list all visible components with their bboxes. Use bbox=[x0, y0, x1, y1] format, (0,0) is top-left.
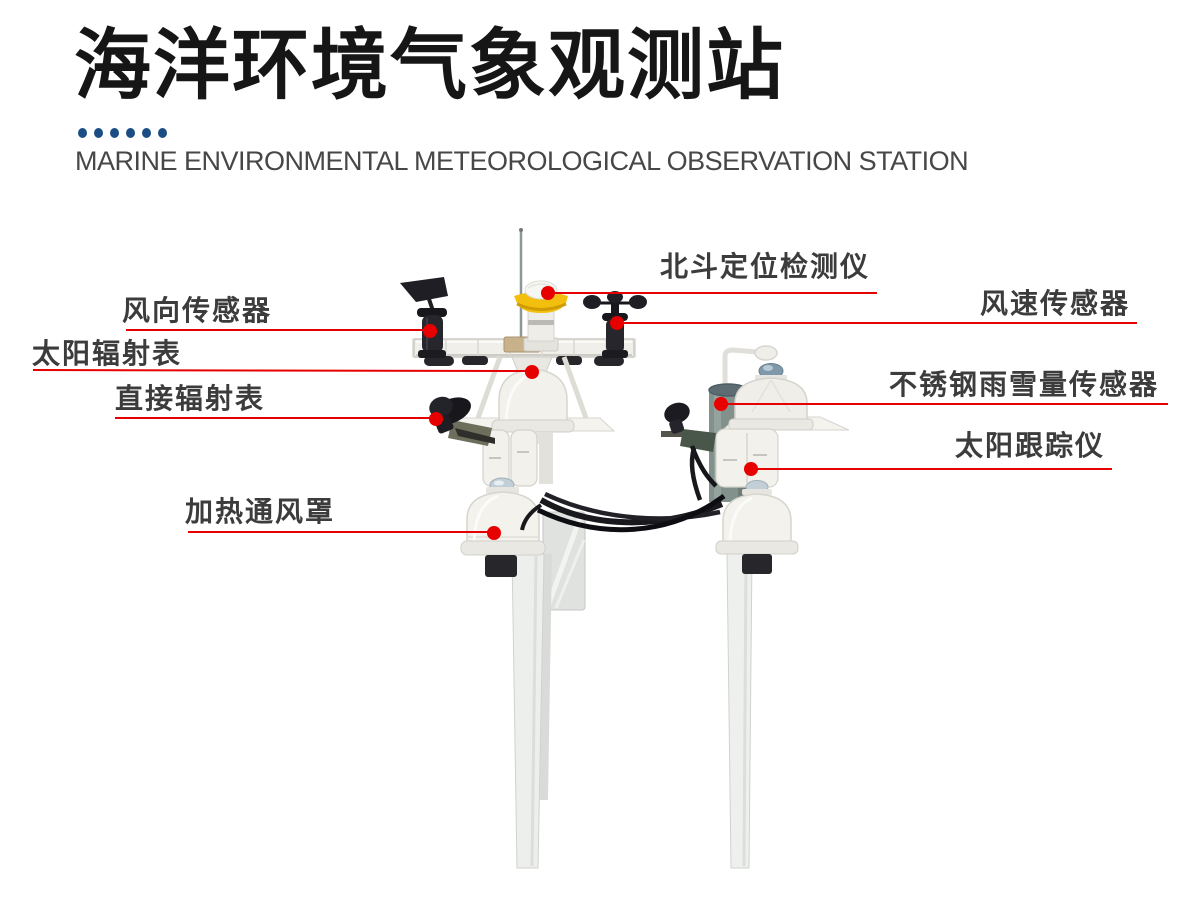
direct-radiation-sensor-graphic bbox=[429, 396, 495, 446]
wind-vane-graphic bbox=[400, 277, 448, 358]
accent-dot bbox=[110, 128, 119, 138]
callout-label-heated-ventilation-shield: 加热通风罩 bbox=[185, 496, 336, 527]
electronics-enclosure bbox=[542, 511, 586, 611]
heated-ventilation-shield-dome bbox=[460, 477, 546, 577]
antenna-mast bbox=[519, 228, 523, 352]
accent-dot bbox=[142, 128, 151, 138]
callout-dots bbox=[423, 286, 758, 540]
callout-label-rain-snow-sensor: 不锈钢雨雪量传感器 bbox=[889, 369, 1160, 400]
right-pole bbox=[726, 553, 753, 869]
auxiliary-sensor-graphic bbox=[661, 402, 718, 488]
accent-dots bbox=[78, 128, 167, 138]
upper-shield-dome bbox=[728, 363, 814, 431]
left-pole bbox=[511, 553, 552, 869]
page-title: 海洋环境气象观测站 bbox=[74, 23, 785, 109]
callout-label-solar-tracker: 太阳跟踪仪 bbox=[955, 430, 1106, 461]
callout-label-solar-radiation-meter: 太阳辐射表 bbox=[32, 338, 183, 369]
left-tower bbox=[429, 396, 553, 577]
callout-label-wind-direction-sensor: 风向传感器 bbox=[122, 295, 273, 326]
callout-label-beidou-locator: 北斗定位检测仪 bbox=[660, 251, 871, 282]
page-subtitle: MARINE ENVIRONMENTAL METEOROLOGICAL OBSE… bbox=[75, 146, 969, 176]
callout-label-direct-radiation-meter: 直接辐射表 bbox=[115, 383, 266, 414]
accent-dot bbox=[78, 128, 87, 138]
accent-dot bbox=[158, 128, 167, 138]
callout-label-wind-speed-sensor: 风速传感器 bbox=[980, 288, 1131, 319]
right-tower bbox=[661, 363, 850, 574]
lower-shield-dome bbox=[715, 480, 799, 574]
accent-dot bbox=[94, 128, 103, 138]
accent-dot bbox=[126, 128, 135, 138]
solar-tracker-box bbox=[715, 428, 779, 488]
callout-lines bbox=[32, 292, 1168, 533]
cable-bundle bbox=[520, 447, 726, 533]
